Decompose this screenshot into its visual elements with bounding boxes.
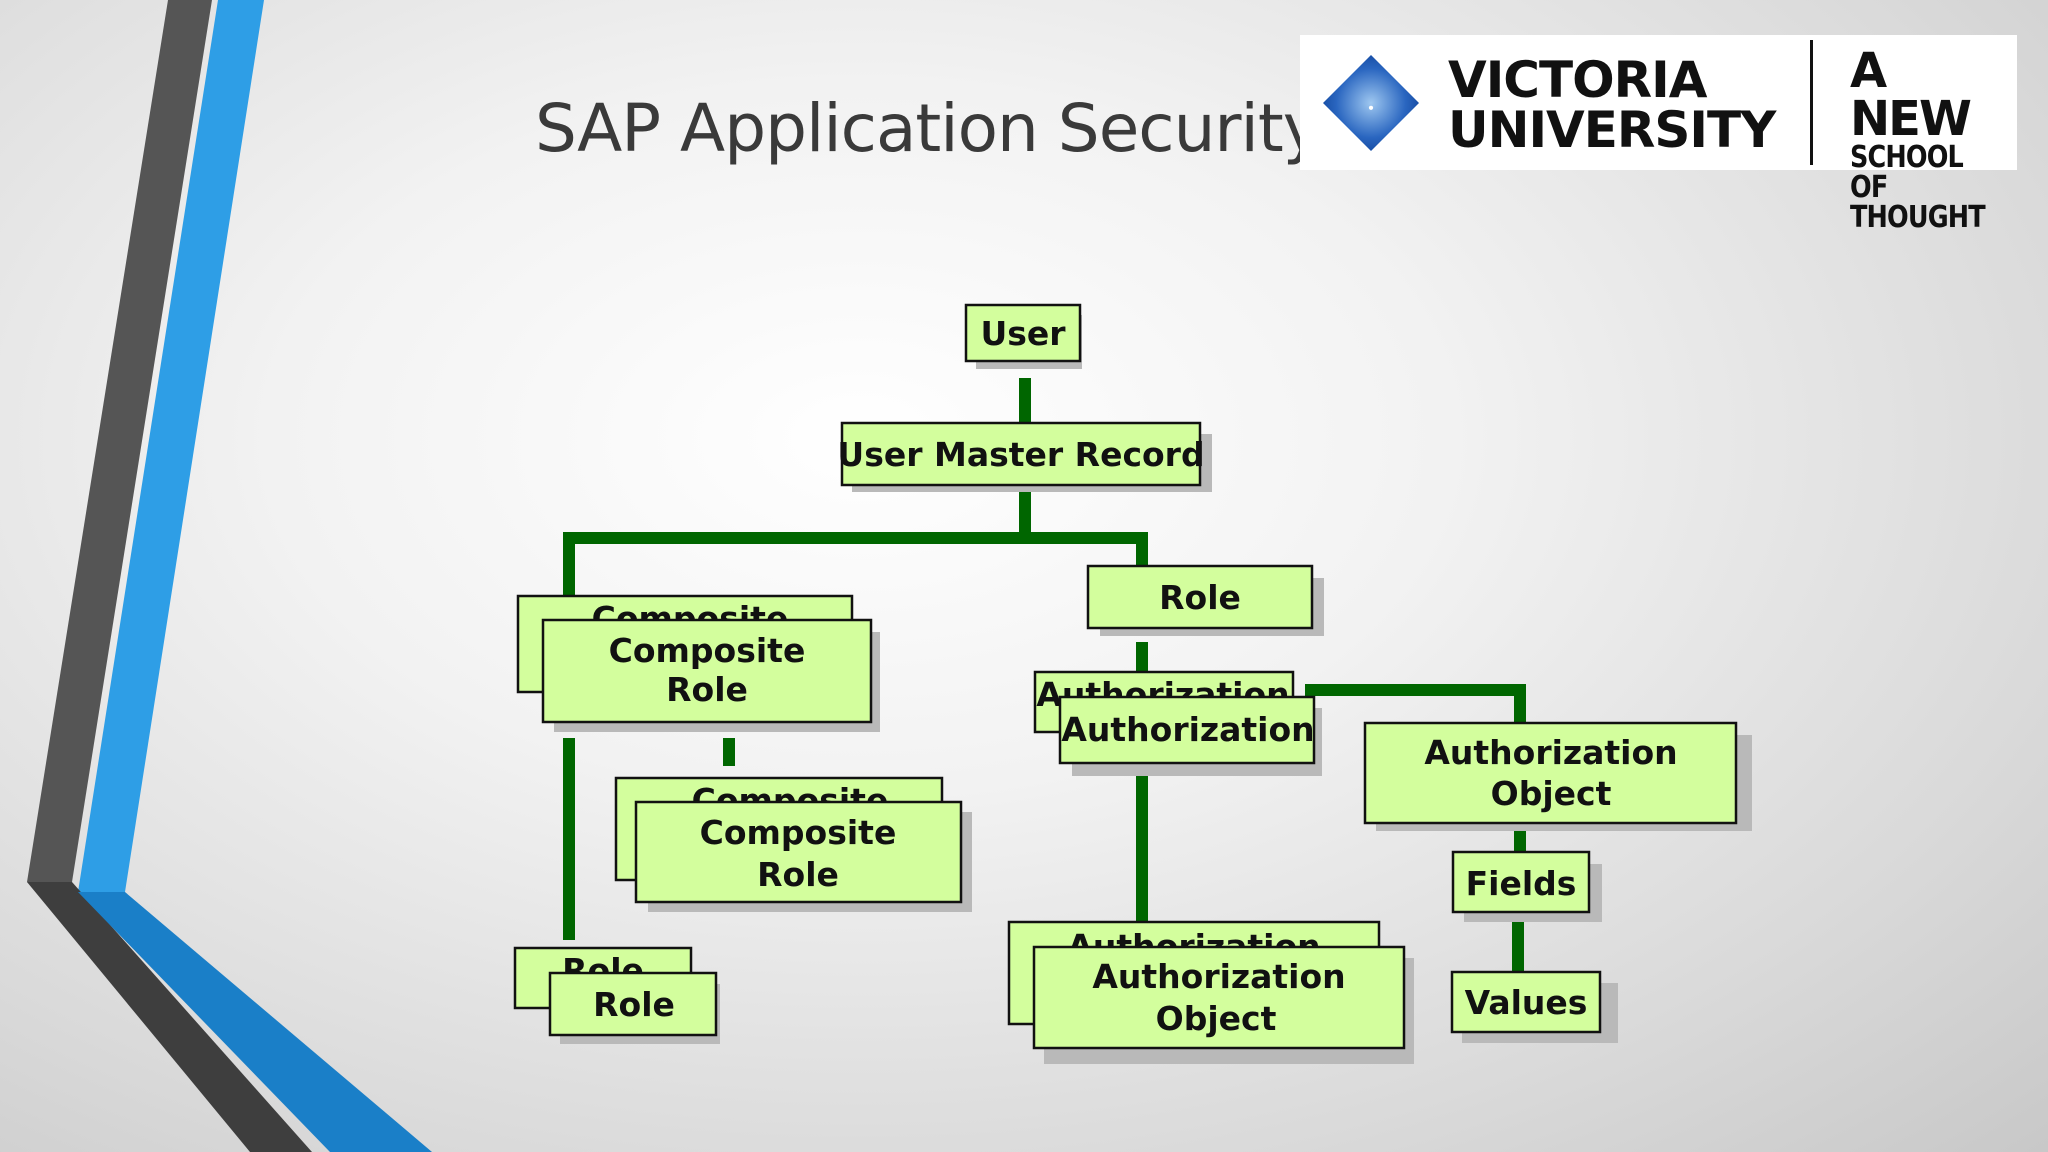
node-composite-role-top-label-line1: Composite (609, 631, 806, 670)
node-values-label: Values (1465, 983, 1588, 1022)
node-composite-role-bottom-label-line1: Composite (700, 813, 897, 852)
node-user-master-record-label: User Master Record (837, 435, 1204, 474)
logo-tagline-line1: A NEW (1850, 43, 1972, 147)
node-fields-label: Fields (1466, 864, 1577, 903)
node-role: Role (1086, 564, 1324, 636)
gray-stripe (27, 0, 212, 882)
node-composite-role-bottom: Composite Composite Role (614, 776, 972, 912)
university-logo: VICTORIA UNIVERSITY A NEW SCHOOL OF THOU… (1300, 35, 2017, 233)
logo-line-university: UNIVERSITY (1448, 101, 1776, 159)
logo-tagline-line2: SCHOOL OF (1850, 140, 1964, 205)
node-role-bottom-left-label: Role (593, 985, 675, 1024)
node-role-label: Role (1159, 578, 1241, 617)
node-role-bottom-left: Role Role (513, 946, 720, 1044)
diamond-logo-icon (1323, 55, 1419, 151)
node-composite-role-top: Composite Composite Role (516, 594, 880, 732)
logo-university-name: VICTORIA UNIVERSITY (1448, 51, 1776, 159)
node-authorization-object-right-line2: Object (1491, 774, 1612, 813)
blue-stripe (78, 0, 264, 892)
node-authorization-object-bottom-line1: Authorization (1092, 957, 1345, 996)
logo-divider (1810, 40, 1813, 165)
node-authorization-object-right-line1: Authorization (1424, 733, 1677, 772)
logo-line-victoria: VICTORIA (1448, 51, 1707, 109)
connector-bus (563, 532, 1148, 597)
page-title: SAP Application Security (535, 90, 1322, 167)
logo-tagline: A NEW SCHOOL OF THOUGHT (1850, 47, 2017, 233)
node-authorization-object-bottom-line2: Object (1156, 999, 1277, 1038)
node-user-master-record: User Master Record (837, 421, 1212, 492)
node-composite-role-bottom-label-line2: Role (757, 855, 839, 894)
gray-diagonal (27, 882, 312, 1152)
connector-lines (563, 378, 1526, 972)
logo-tagline-line3: THOUGHT (1850, 200, 1986, 235)
node-authorization-object-right: Authorization Object (1363, 721, 1752, 831)
node-user-label: User (980, 314, 1066, 353)
node-authorization-object-bottom: Authorization Authorization Object (1007, 920, 1414, 1064)
blue-diagonal (78, 892, 432, 1152)
node-authorization-label: Authorization (1061, 710, 1314, 749)
node-user: User (964, 303, 1082, 369)
node-authorization: Authorization Authorization (1033, 670, 1322, 776)
node-values: Values (1450, 970, 1618, 1043)
node-fields: Fields (1451, 850, 1602, 922)
node-composite-role-top-label-line2: Role (666, 670, 748, 709)
connector-auth-object-right (1305, 684, 1526, 722)
